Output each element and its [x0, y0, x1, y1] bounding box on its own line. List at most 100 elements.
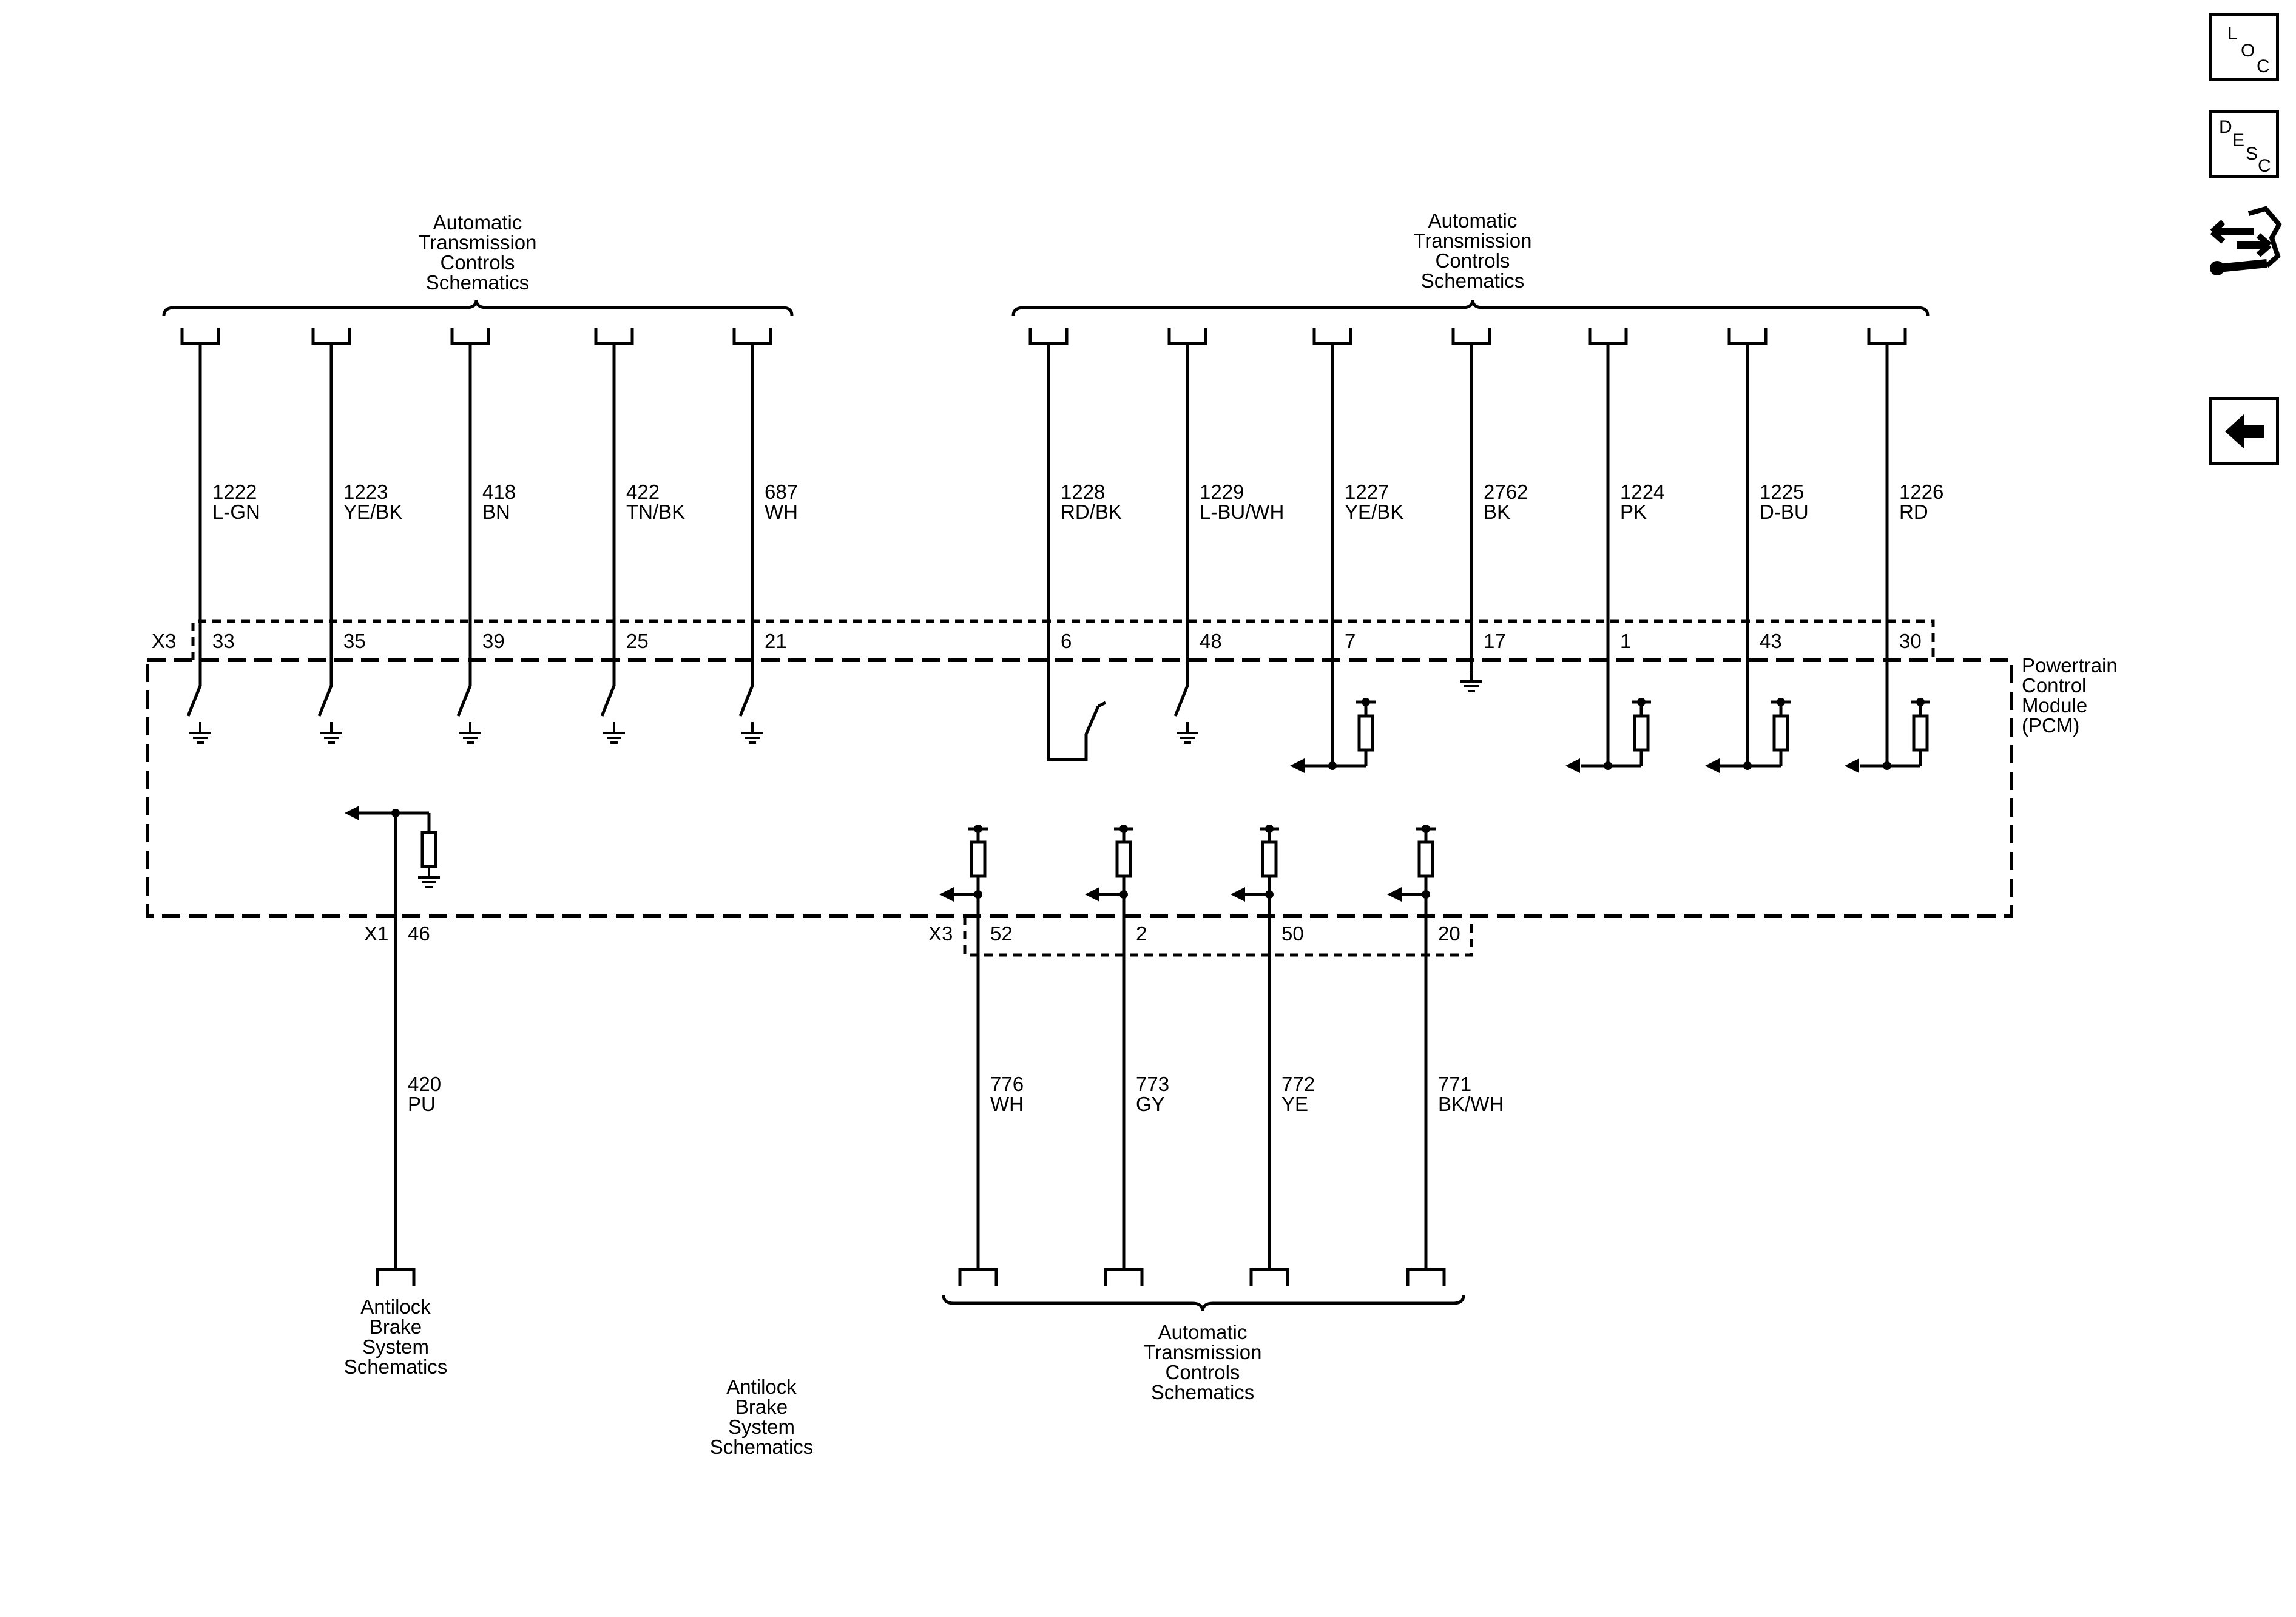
pin-number: 7 [1345, 630, 1356, 652]
top-connector-terminal [732, 328, 772, 345]
x3-bottom-connector-label: X3 [928, 922, 953, 945]
wire-color: L-GN [212, 501, 260, 523]
circuit-number: 1229 [1200, 481, 1244, 503]
circuit-number: 1227 [1345, 481, 1389, 503]
wire-color: RD [1899, 501, 1928, 523]
ground-symbol [603, 722, 625, 744]
circuit-number: 772 [1281, 1073, 1315, 1095]
input-arrow [1231, 887, 1245, 902]
input-arrow [1565, 758, 1580, 773]
junction-dot [1883, 761, 1891, 770]
pullup-resistor [1417, 840, 1434, 878]
wire-color: YE/BK [1345, 501, 1403, 523]
pin-number: 30 [1899, 630, 1922, 652]
circuit-number: 1224 [1620, 481, 1664, 503]
junction-dot [1328, 761, 1337, 770]
circuit-number: 687 [765, 481, 798, 503]
switch-contact [1084, 706, 1100, 735]
pin-number: 50 [1281, 922, 1304, 945]
pin-number: 39 [482, 630, 505, 652]
switch-contact [1173, 685, 1189, 717]
pullup-resistor [1912, 714, 1929, 752]
circuit-number: 418 [482, 481, 516, 503]
connector-tool-icon[interactable] [2206, 200, 2285, 279]
wire-color: BK/WH [1438, 1093, 1504, 1115]
switch-contact [186, 685, 202, 717]
circuit-number: 1222 [212, 481, 257, 503]
x3-top-connector-label: X3 [152, 630, 176, 652]
top-connector-terminal [450, 328, 490, 345]
ground-symbol [1177, 722, 1198, 744]
ground-symbol [320, 722, 342, 744]
pin-number: 52 [990, 922, 1013, 945]
junction-dot [974, 890, 982, 899]
wire-color: BK [1484, 501, 1510, 523]
junction-dot [1743, 761, 1752, 770]
switch-contact [738, 685, 754, 717]
wire-color: YE/BK [343, 501, 402, 523]
junction-dot [391, 809, 400, 817]
loc-letter-l: L [2227, 24, 2238, 44]
pin-number: 35 [343, 630, 366, 652]
x1-connector-label: X1 [364, 922, 388, 945]
pin-number: 46 [408, 922, 430, 945]
desc-letter-e: E [2232, 130, 2245, 150]
circuit-number: 2762 [1484, 481, 1528, 503]
output-arrow [345, 806, 359, 820]
pin-number: 20 [1438, 922, 1460, 945]
input-arrow [1290, 758, 1305, 773]
switch-contact [456, 685, 472, 717]
wire-color: RD/BK [1061, 501, 1122, 523]
top-connector-terminal [180, 328, 220, 345]
pulldown-resistor [420, 831, 437, 868]
wire-color: YE [1281, 1093, 1308, 1115]
ground-symbol [459, 722, 481, 744]
bottom-connector-terminal [1104, 1268, 1144, 1286]
bottom-center-connector-group [942, 1295, 1465, 1312]
wire-color: PK [1620, 501, 1647, 523]
switch-loop-wire [1047, 686, 1088, 761]
top-connector-terminal [1588, 328, 1628, 345]
pcm-module-boundary [146, 658, 2013, 918]
loc-button[interactable]: L O C [2209, 13, 2279, 81]
pullup-resistor [1115, 840, 1132, 878]
circuit-number: 1226 [1899, 481, 1943, 503]
back-button[interactable] [2209, 397, 2279, 465]
top-connector-terminal [1312, 328, 1352, 345]
wire-color: PU [408, 1093, 436, 1115]
pullup-resistor [1357, 714, 1374, 752]
x3-bottom-connector-boundary [963, 916, 1473, 957]
x3-top-connector-boundary [191, 619, 1935, 660]
pin-number: 48 [1200, 630, 1222, 652]
input-arrow [1845, 758, 1859, 773]
wire-color: GY [1136, 1093, 1165, 1115]
pin-number: 33 [212, 630, 235, 652]
pullup-resistor [970, 840, 987, 878]
desc-button[interactable]: D E S C [2209, 110, 2279, 178]
input-arrow [1085, 887, 1099, 902]
circuit-number: 1223 [343, 481, 388, 503]
top-circuits: 1222L-GN331223YE/BK35418BN39422TN/BK2568… [180, 328, 1943, 773]
junction-dot [1422, 890, 1430, 899]
wire-color: TN/BK [626, 501, 685, 523]
top-left-connector-group [162, 299, 794, 316]
switch-contact [317, 685, 333, 717]
ground-symbol [189, 722, 211, 744]
switch-tip [1097, 701, 1107, 708]
pin-number: 6 [1061, 630, 1072, 652]
